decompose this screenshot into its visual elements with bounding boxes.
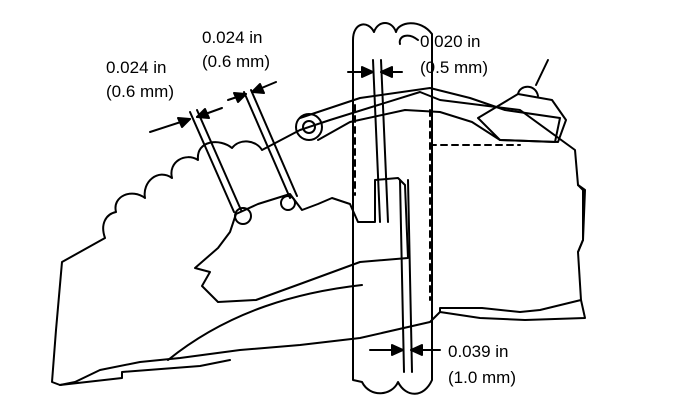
callout-1-mm: (0.6 mm) <box>106 82 174 101</box>
dimension-arrow-4 <box>369 344 441 356</box>
callout-3-mm: (0.5 mm) <box>420 58 488 77</box>
dimension-arrow-3 <box>347 66 403 78</box>
housing-right-edge <box>577 184 586 253</box>
adjuster-leader <box>535 59 549 86</box>
housing-lower-flange <box>439 299 586 321</box>
callout-4-mm: (1.0 mm) <box>448 368 516 387</box>
shoe-arc <box>167 284 363 361</box>
pivot-outer <box>295 113 323 141</box>
pivot-inner <box>302 120 316 134</box>
shoe-pin-hole-right <box>280 195 296 211</box>
feeler-gauge-3 <box>372 59 389 223</box>
shoe-pin-hole-left <box>234 207 252 225</box>
housing-body <box>51 91 584 386</box>
callout-3-inch: 0.020 in <box>420 32 481 51</box>
callout-4-inch: 0.039 in <box>448 342 509 361</box>
callout-2-mm: (0.6 mm) <box>202 52 270 71</box>
dimension-arrow-1 <box>149 107 223 133</box>
callout-1-inch: 0.024 in <box>106 58 167 77</box>
feeler-gauge-4 <box>399 179 413 373</box>
shaft <box>352 22 433 395</box>
feeler-gauge-1 <box>189 109 242 213</box>
brake-shoe <box>194 177 409 303</box>
feeler-gauge-2 <box>243 89 298 199</box>
adjuster-knob <box>517 85 539 97</box>
housing-bottom-flange <box>59 359 231 386</box>
callout-hook-3 <box>398 34 419 45</box>
dimension-arrow-2 <box>227 81 277 103</box>
callout-2-inch: 0.024 in <box>202 28 263 47</box>
